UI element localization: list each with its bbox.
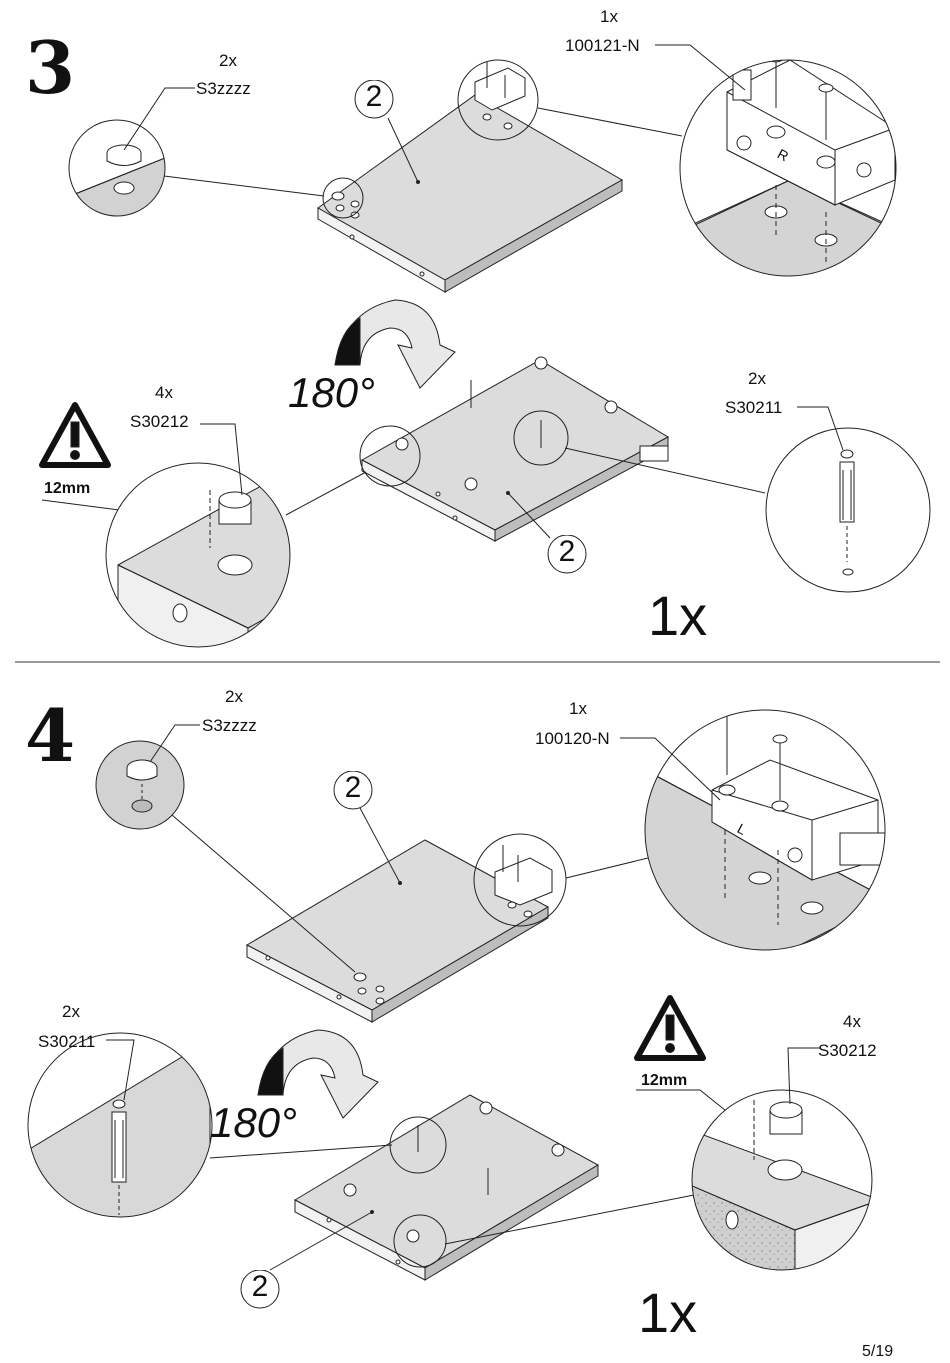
- cam-code-step4: S30212: [818, 1041, 877, 1060]
- panel-number-ring: [333, 771, 373, 810]
- cap-code-step3: S3zzzz: [196, 79, 251, 98]
- bracket-detail-step4: [620, 709, 886, 951]
- flip-label-step3: 180°: [288, 369, 375, 416]
- depth-label-step3: 12mm: [44, 480, 91, 497]
- panel-number-step3: 2: [354, 80, 394, 119]
- depth-label-step4: 12mm: [641, 1072, 688, 1089]
- dowel-code-step4: S30211: [38, 1032, 96, 1051]
- cap-detail-step3: [68, 87, 195, 217]
- dowel-qty-step3: 2x: [748, 369, 766, 388]
- page-number: 5/19: [862, 1343, 894, 1360]
- dowel-detail-step4: [27, 1032, 213, 1218]
- panel-number-label: 2: [558, 535, 576, 568]
- cam-qty-step3: 4x: [155, 383, 173, 402]
- step-number-3: 3: [25, 25, 76, 110]
- panel-number-ring: [240, 1270, 280, 1309]
- cap-code-step4: S3zzzz: [202, 716, 257, 735]
- flip-arrow-step3: [334, 299, 456, 389]
- panel-step4-flipped: [209, 1094, 695, 1281]
- panel-number-label: 2: [344, 771, 362, 804]
- panel-number-label: 2: [365, 80, 383, 113]
- total-qty-step4: 1x: [638, 1281, 698, 1344]
- bracket-qty-step3: 1x: [600, 7, 618, 26]
- cam-qty-step4: 4x: [843, 1012, 861, 1031]
- total-qty-step3: 1x: [648, 584, 708, 647]
- panel-number-flipped-step4: 2: [240, 1270, 280, 1309]
- panel-number-label: 2: [251, 1270, 269, 1303]
- bracket-detail-step3: [655, 44, 897, 277]
- dowel-detail-step3: [765, 406, 931, 593]
- bracket-qty-step4: 1x: [569, 699, 587, 718]
- dowel-qty-step4: 2x: [62, 1002, 80, 1021]
- cam-code-step3: S30212: [130, 412, 189, 431]
- step-number-4: 4: [25, 693, 76, 778]
- bracket-code-step3: 100121-N: [565, 36, 640, 55]
- cap-qty-step3: 2x: [219, 51, 237, 70]
- panel-step3-flipped: [285, 356, 766, 542]
- panel-step3-top: [163, 59, 683, 293]
- bracket-code-step4: 100120-N: [535, 729, 610, 748]
- panel-number-ring: [354, 80, 394, 119]
- flip-label-step4: 180°: [210, 1099, 297, 1146]
- flip-arrow-step4: [257, 1029, 379, 1119]
- panel-number-ring: [547, 535, 587, 574]
- panel-number-step4: 2: [333, 771, 373, 810]
- cap-qty-step4: 2x: [225, 687, 243, 706]
- panel-number-flipped-step3: 2: [547, 535, 587, 574]
- cam-detail-step3: [105, 423, 291, 648]
- step-4-illustration: [27, 709, 886, 1281]
- warning-icon-step4: [634, 995, 757, 1136]
- cam-detail-step4: [691, 1047, 873, 1271]
- dowel-code-step3: S30211: [725, 398, 783, 417]
- step-3-illustration: [39, 44, 931, 648]
- panel-step4-top: [171, 807, 649, 1023]
- cap-detail-step4: [95, 724, 200, 830]
